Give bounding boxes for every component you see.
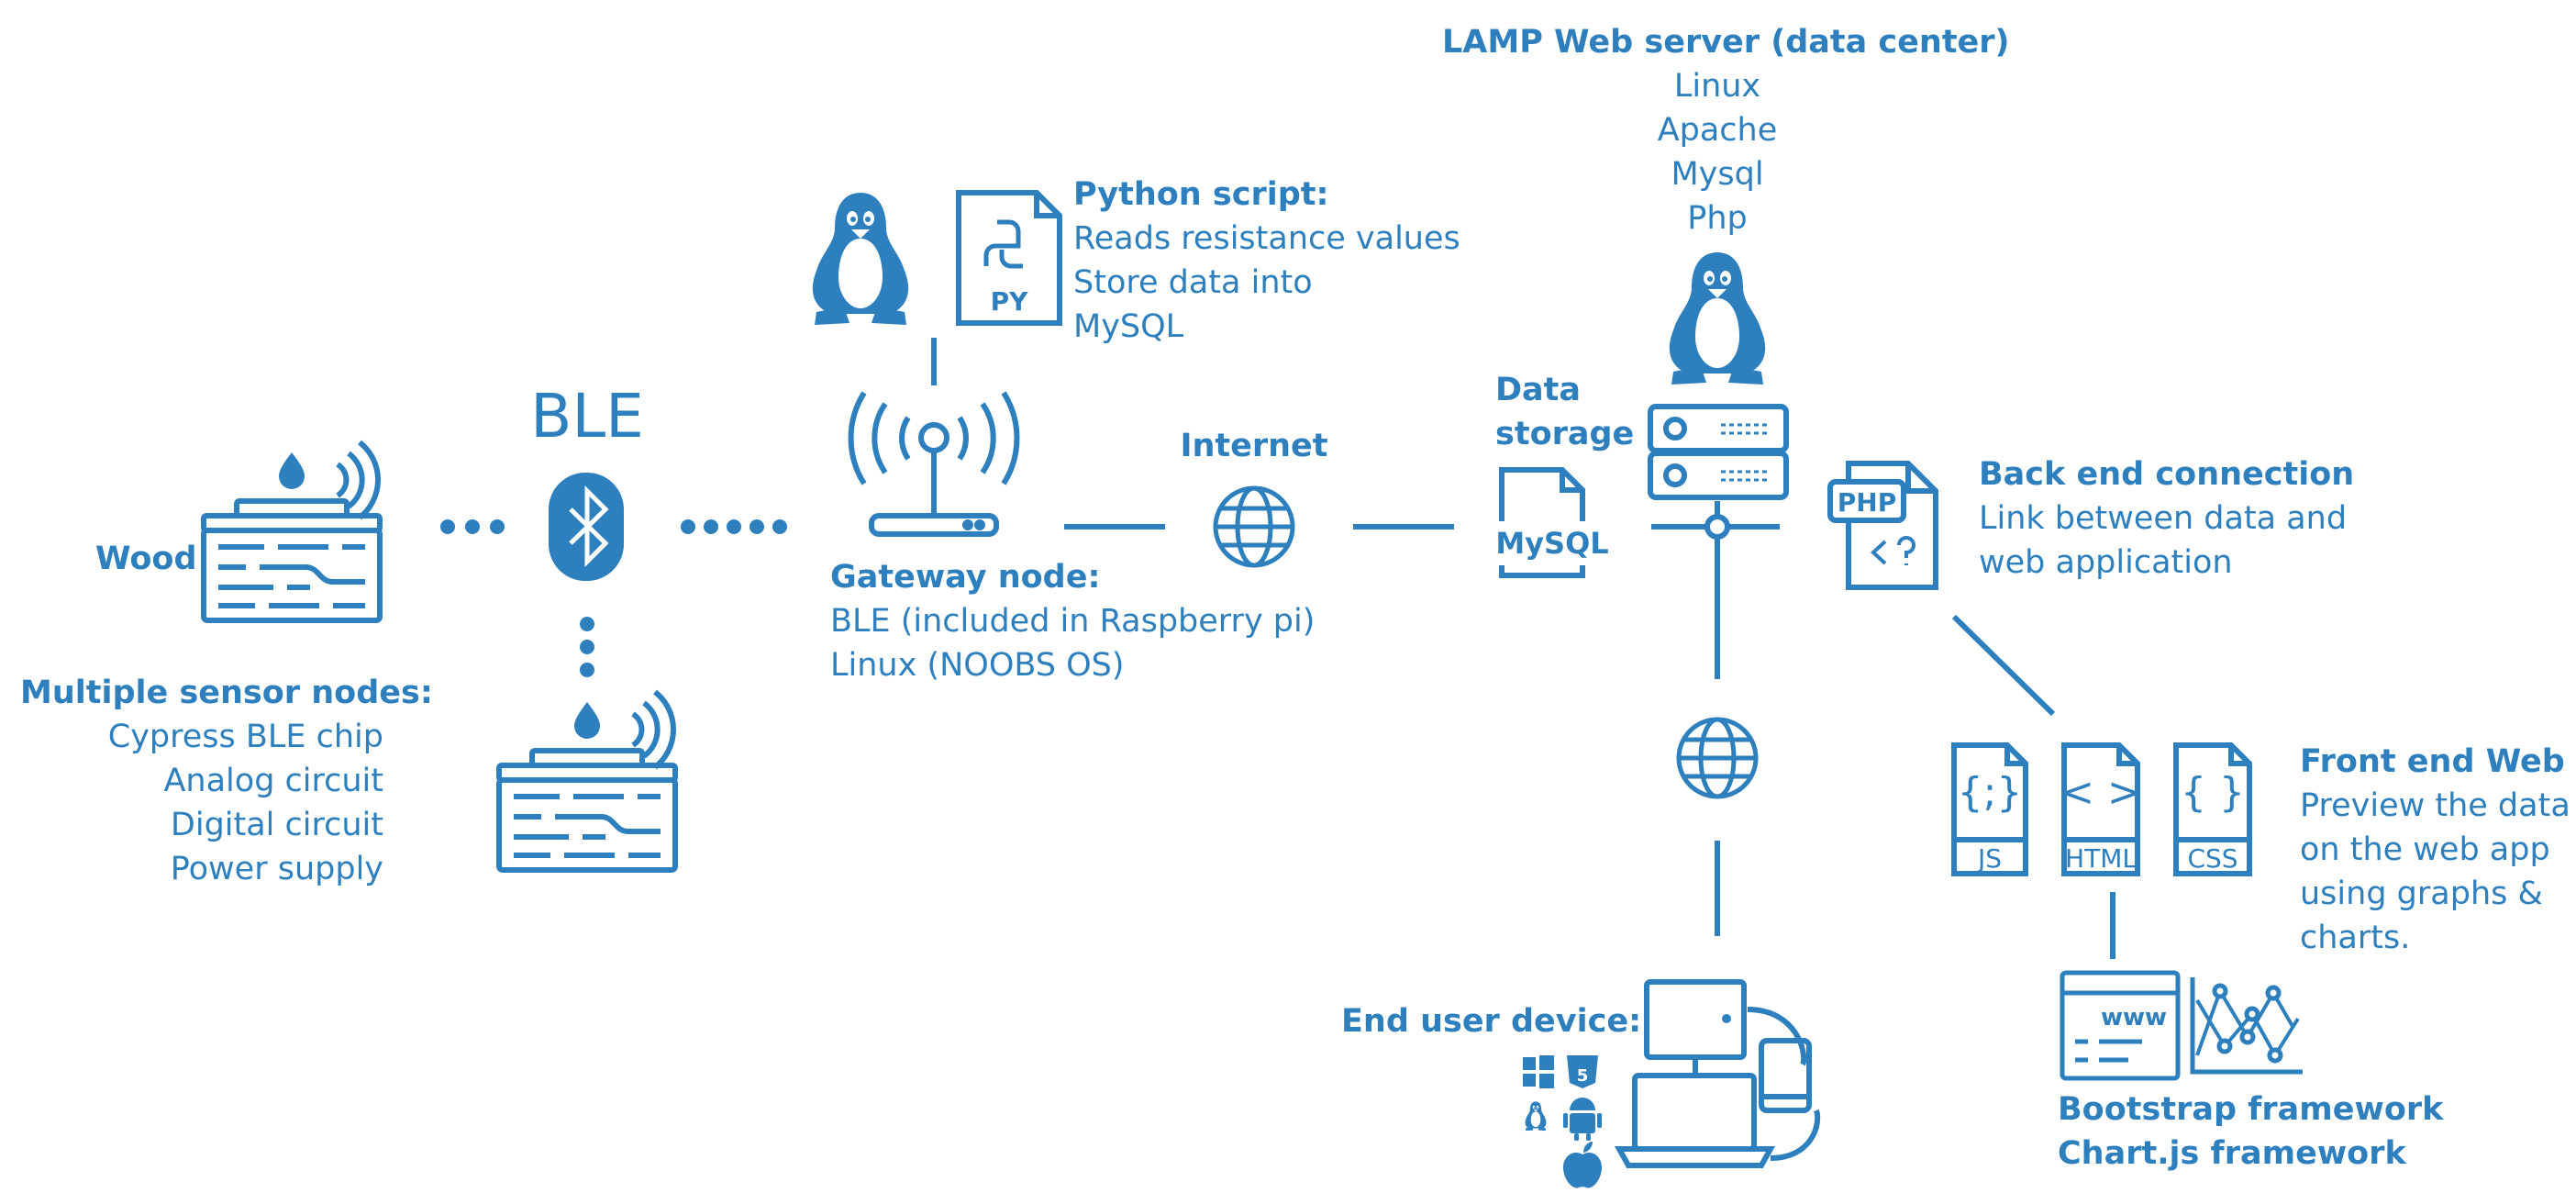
sensor-item: Power supply [170, 851, 383, 887]
html-glyph: < > [2060, 769, 2141, 816]
gateway-title: Gateway node: [830, 559, 1101, 596]
apple-icon [1563, 1142, 1602, 1188]
data-storage-title: storage [1495, 416, 1635, 452]
www-label: www [2101, 1004, 2167, 1031]
ble-label: BLE [530, 381, 644, 452]
linux-penguin-icon [1669, 252, 1766, 385]
gateway-item: BLE (included in Raspberry pi) [830, 603, 1316, 640]
frontend-title: Front end Web [2300, 743, 2565, 780]
windows-icon [1523, 1055, 1554, 1088]
framework-item: Chart.js framework [2058, 1135, 2406, 1172]
svg-text:5: 5 [1577, 1066, 1589, 1086]
bluetooth-icon [549, 473, 624, 581]
html-file-icon: < > HTML [2060, 742, 2141, 876]
sensor-nodes-title: Multiple sensor nodes: [20, 675, 433, 711]
wood-sensor-icon [204, 442, 380, 620]
end-user-devices [1614, 979, 1821, 1168]
frontend-item: Preview the data [2300, 787, 2570, 824]
html5-icon: 5 [1567, 1055, 1598, 1088]
wood-sensor-icon [499, 692, 675, 870]
css-file-icon: { } CSS [2173, 742, 2252, 876]
python-file-icon: PY [956, 190, 1062, 326]
wood-label: Wood [95, 541, 197, 577]
lamp-item: Php [1687, 200, 1748, 237]
frontend-item: using graphs & [2300, 875, 2543, 912]
lamp-item: Linux [1673, 68, 1761, 105]
lamp-item: Apache [1657, 112, 1778, 149]
desktop-icon [1644, 979, 1747, 1076]
html-label: HTML [2065, 843, 2137, 874]
sensor-item: Analog circuit [163, 763, 383, 799]
frontend-item: on the web app [2300, 831, 2550, 868]
linux-penguin-icon [1525, 1101, 1547, 1132]
end-user-title: End user device: [1341, 1003, 1642, 1040]
data-storage-title: Data [1495, 372, 1582, 408]
js-file-icon: {;} JS [1951, 742, 2028, 876]
python-item: Store data into [1073, 264, 1313, 301]
css-glyph: { } [2181, 769, 2245, 816]
js-label: JS [1976, 843, 2002, 874]
js-glyph: {;} [1958, 769, 2023, 816]
linux-penguin-icon [812, 193, 909, 325]
php-file-label: PHP [1838, 487, 1896, 518]
sensor-item: Cypress BLE chip [107, 719, 383, 755]
python-item: Reads resistance values [1073, 220, 1460, 257]
frontend-file-icons: {;} JS < > HTML { } CSS [1951, 742, 2252, 876]
gateway-item: Linux (NOOBS OS) [830, 647, 1125, 684]
php-file-icon: PHP [1827, 461, 1938, 590]
backend-item: web application [1979, 544, 2233, 581]
globe-icon [1216, 488, 1293, 565]
python-item: MySQL [1073, 308, 1184, 345]
lamp-title: LAMP Web server (data center) [1442, 24, 2010, 61]
python-script-title: Python script: [1073, 176, 1329, 213]
sensor-item: Digital circuit [170, 807, 383, 843]
mysql-file-label: MySQL [1495, 526, 1608, 561]
backend-title: Back end connection [1979, 456, 2355, 493]
internet-label: Internet [1180, 428, 1328, 464]
laptop-icon [1614, 1073, 1776, 1168]
css-label: CSS [2187, 843, 2237, 874]
globe-icon [1679, 719, 1756, 797]
web-chart-icon: www [2060, 970, 2303, 1081]
lamp-item: Mysql [1671, 156, 1764, 193]
frontend-item: charts. [2300, 920, 2411, 956]
phone-icon [1759, 1038, 1812, 1113]
connector-lines [440, 338, 2115, 959]
framework-item: Bootstrap framework [2058, 1091, 2444, 1128]
python-file-label: PY [991, 286, 1029, 317]
android-icon [1563, 1098, 1602, 1141]
router-icon [848, 391, 1020, 537]
server-icon [1648, 404, 1789, 500]
mysql-file-icon: MySQL [1486, 467, 1615, 578]
backend-item: Link between data and [1979, 500, 2348, 537]
